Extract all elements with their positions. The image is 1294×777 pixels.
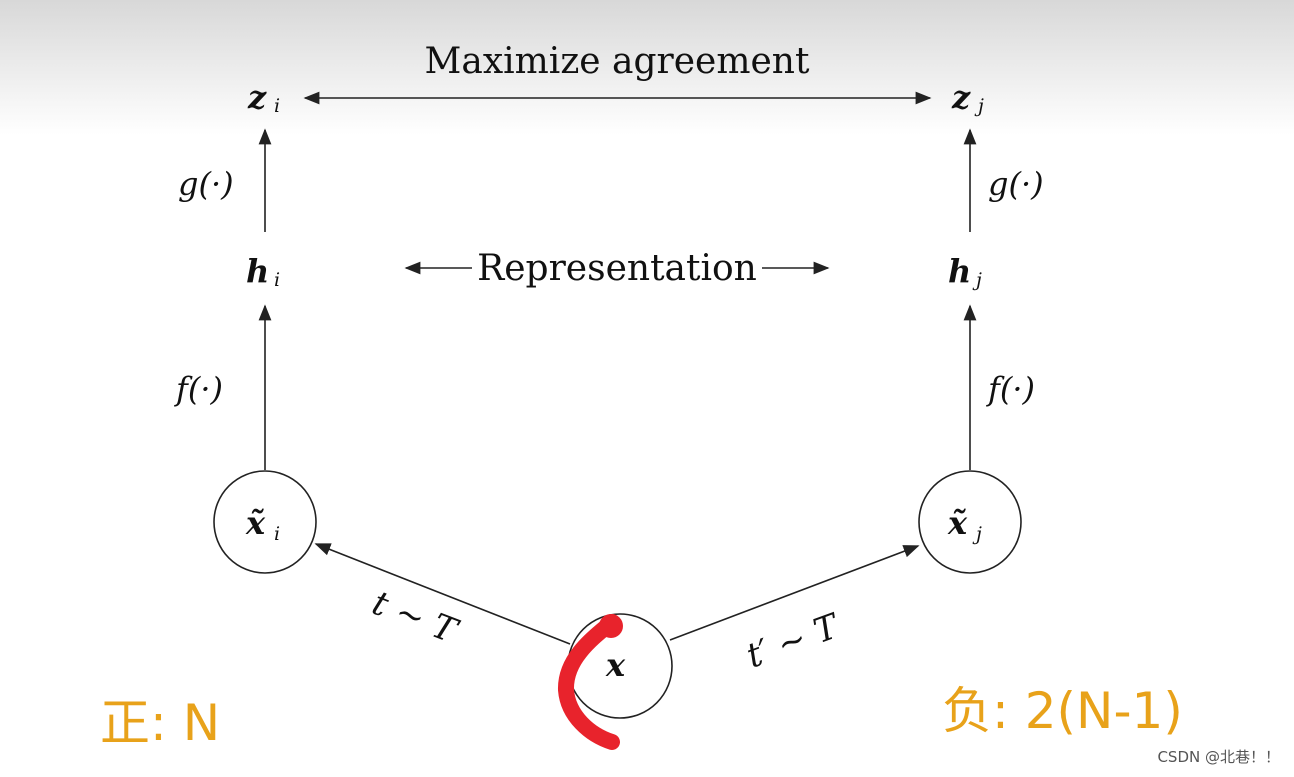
x-tilde-j-sub: j xyxy=(972,523,982,545)
left-handwritten-note: 正: N xyxy=(100,694,220,752)
node-h-j: h j xyxy=(948,252,982,291)
z-i-base: z xyxy=(247,78,267,116)
t-left-arrow xyxy=(314,543,571,645)
g-left-label: g(·) xyxy=(178,165,234,203)
g-right-label: g(·) xyxy=(988,165,1044,203)
h-j-base: h xyxy=(948,252,971,290)
node-x-tilde-j: x̃ j xyxy=(918,470,1022,574)
f-left-label: f(·) xyxy=(174,370,223,408)
right-handwritten-note: 负: 2(N-1) xyxy=(942,682,1183,740)
top-shade xyxy=(0,0,1294,135)
t-right-label: t′ ~ T xyxy=(741,606,845,677)
x-tilde-j-base: x̃ xyxy=(947,504,968,542)
representation-label: Representation xyxy=(477,248,757,289)
f-right-label: f(·) xyxy=(986,370,1035,408)
h-i-sub: i xyxy=(274,269,280,291)
x-tilde-i-base: x̃ xyxy=(245,504,266,542)
red-pen-dot xyxy=(599,614,623,638)
t-left-label: t ~ T xyxy=(367,583,464,652)
x-tilde-i-circle xyxy=(213,470,317,574)
t-right-arrow xyxy=(669,545,920,641)
node-x-tilde-i: x̃ i xyxy=(213,470,317,574)
h-i-base: h xyxy=(246,252,269,290)
x-tilde-j-circle xyxy=(918,470,1022,574)
x-tilde-i-sub: i xyxy=(274,523,280,545)
red-pen-stroke xyxy=(558,614,620,750)
node-h-i: h i xyxy=(246,252,280,291)
h-j-sub: j xyxy=(972,269,982,291)
z-j-base: z xyxy=(951,78,971,116)
node-z-j: z j xyxy=(951,78,984,117)
watermark: CSDN @北巷！！ xyxy=(1157,748,1280,766)
node-z-i: z i xyxy=(247,78,280,117)
title-label: Maximize agreement xyxy=(425,41,810,82)
z-j-sub: j xyxy=(974,95,984,117)
x-base: x xyxy=(605,646,626,684)
z-i-sub: i xyxy=(274,95,280,117)
